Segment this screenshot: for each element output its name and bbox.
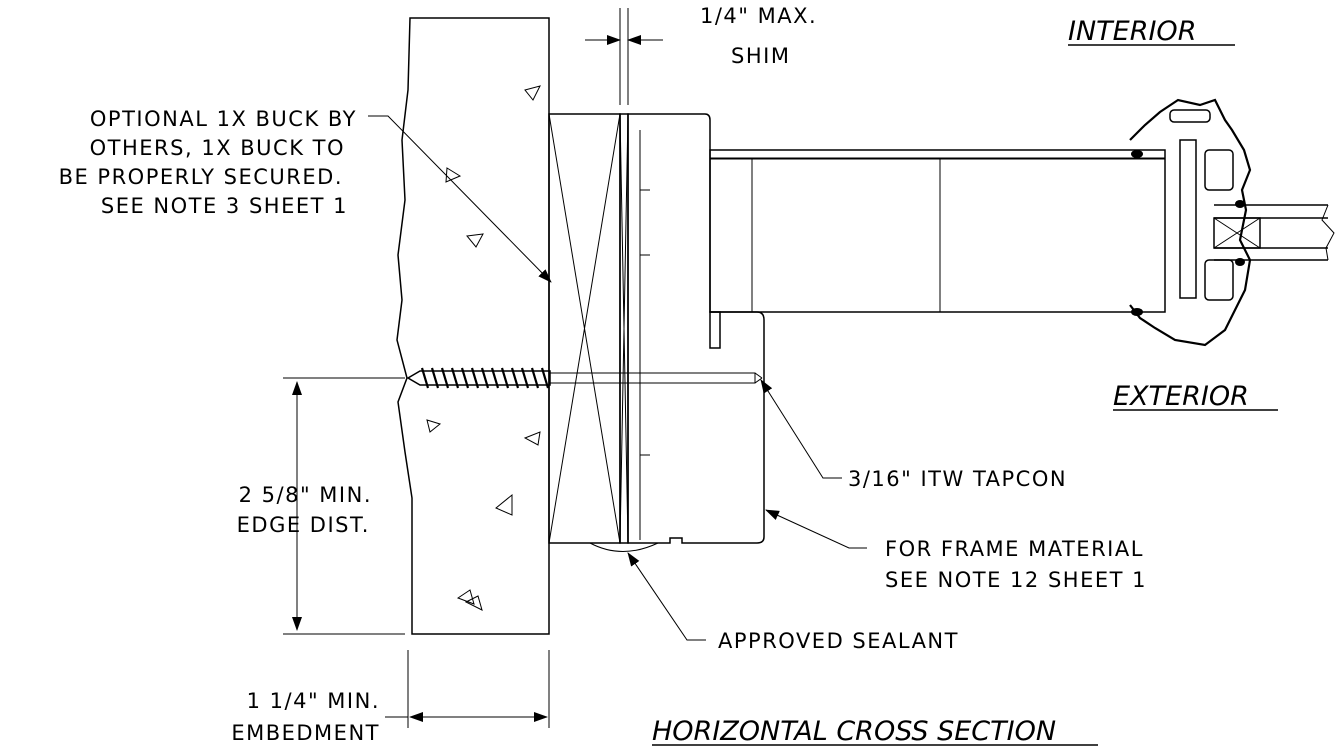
embed-note-line2: EMBEDMENT [231, 721, 380, 745]
tapcon-screw [406, 367, 763, 389]
shim-note-line1: 1/4" MAX. [700, 4, 817, 28]
buck-note-line1: OPTIONAL 1X BUCK BY [90, 107, 357, 131]
edge-distance-dimension [283, 377, 405, 635]
tapcon-note: 3/16" ITW TAPCON [848, 467, 1067, 491]
embedment-dimension [385, 650, 550, 728]
glazing-stub [1213, 204, 1335, 261]
leader-lines [368, 115, 867, 641]
shim [619, 113, 629, 544]
hinge-hardware [1129, 98, 1252, 347]
frame-note-line2: SEE NOTE 12 SHEET 1 [885, 568, 1147, 592]
interior-label: INTERIOR [1068, 16, 1196, 47]
door-panel [709, 149, 1166, 313]
exterior-label: EXTERIOR [1113, 381, 1249, 412]
sealant-note: APPROVED SEALANT [718, 629, 959, 653]
frame-note-line1: FOR FRAME MATERIAL [885, 537, 1144, 561]
sealant-bead [589, 542, 659, 552]
buck-note-line3: BE PROPERLY SECURED. [59, 165, 343, 189]
buck-note-line2: OTHERS, 1X BUCK TO [90, 136, 345, 160]
window-frame [627, 113, 765, 544]
shim-note-line2: SHIM [731, 44, 790, 68]
buck-note-line4: SEE NOTE 3 SHEET 1 [101, 194, 348, 218]
wood-buck [548, 113, 621, 544]
edge-note-line1: 2 5/8" MIN. [239, 483, 372, 507]
edge-note-line2: EDGE DIST. [237, 513, 370, 537]
concrete-wall [396, 17, 550, 635]
title-label: HORIZONTAL CROSS SECTION [652, 716, 1056, 747]
shim-dimension [585, 8, 663, 105]
embed-note-line1: 1 1/4" MIN. [247, 689, 380, 713]
